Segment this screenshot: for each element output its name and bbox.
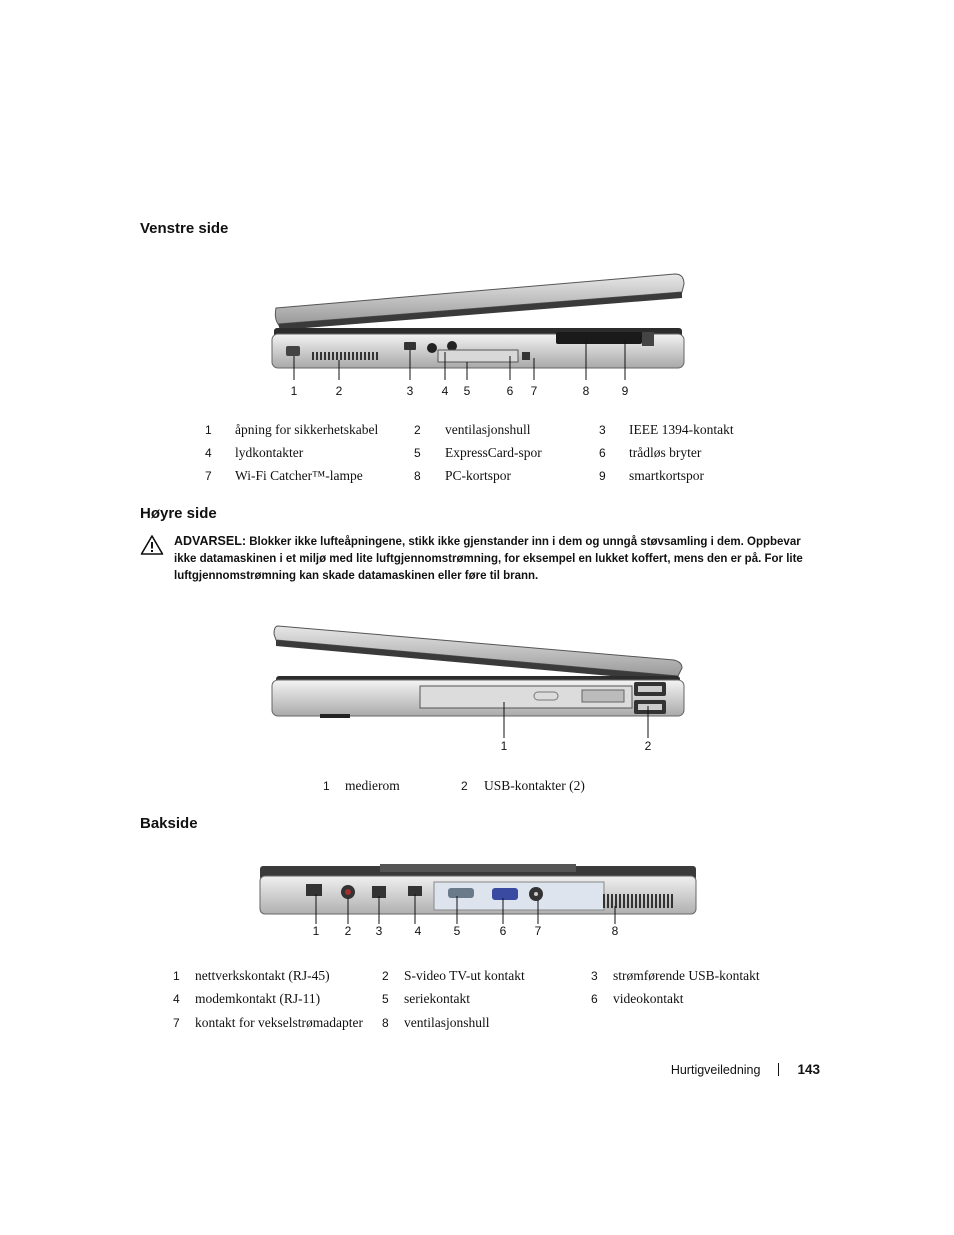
section-heading-left-side: Venstre side [140, 220, 229, 237]
legend-text: Wi-Fi Catcher™-lampe [235, 468, 363, 483]
callout-number: 2 [644, 739, 652, 753]
callout-number: 2 [335, 384, 343, 398]
legend-text: ventilasjonshull [445, 422, 531, 437]
legend-number: 2 [461, 779, 468, 793]
legend-number: 1 [205, 423, 212, 437]
legend-number: 3 [599, 423, 606, 437]
section-heading-right-side: Høyre side [140, 505, 217, 522]
callout-number: 4 [414, 924, 422, 938]
legend-number: 7 [205, 469, 212, 483]
callout-number: 5 [453, 924, 461, 938]
laptop-right-side-illustration [271, 625, 685, 738]
callout-number: 2 [344, 924, 352, 938]
legend-number: 7 [173, 1016, 180, 1030]
callout-number: 9 [621, 384, 629, 398]
callout-number: 7 [530, 384, 538, 398]
legend-number: 1 [173, 969, 180, 983]
legend-number: 8 [414, 469, 421, 483]
legend-text: lydkontakter [235, 445, 304, 460]
warning-message: Blokker ikke lufteåpningene, stikk ikke … [174, 536, 803, 582]
legend-text: trådløs bryter [629, 445, 702, 460]
footer-separator [778, 1063, 780, 1076]
warning-label: ADVARSEL: [174, 534, 246, 548]
legend-text: strømførende USB-kontakt [613, 968, 760, 983]
legend-text: ventilasjonshull [404, 1015, 490, 1030]
page-footer: Hurtigveiledning 143 [671, 1062, 820, 1077]
legend-text: kontakt for vekselstrømadapter [195, 1015, 363, 1030]
legend-number: 9 [599, 469, 606, 483]
callout-number: 6 [499, 924, 507, 938]
legend-number: 2 [414, 423, 421, 437]
legend-number: 8 [382, 1016, 389, 1030]
warning-text-block: ADVARSEL: Blokker ikke lufteåpningene, s… [174, 533, 814, 585]
legend-text: S-video TV-ut kontakt [404, 968, 525, 983]
callout-number: 6 [506, 384, 514, 398]
legend-number: 3 [591, 969, 598, 983]
legend-text: IEEE 1394-kontakt [629, 422, 734, 437]
legend-number: 5 [382, 992, 389, 1006]
callout-number: 5 [463, 384, 471, 398]
legend-text: smartkortspor [629, 468, 704, 483]
legend-number: 4 [205, 446, 212, 460]
legend-number: 5 [414, 446, 421, 460]
callout-number: 8 [582, 384, 590, 398]
legend-number: 1 [323, 779, 330, 793]
warning-triangle-icon [140, 535, 164, 555]
callout-number: 3 [406, 384, 414, 398]
legend-text: modemkontakt (RJ-11) [195, 991, 321, 1006]
legend-number: 2 [382, 969, 389, 983]
page-number: 143 [797, 1062, 820, 1077]
legend-text: seriekontakt [404, 991, 470, 1006]
callout-number: 1 [312, 924, 320, 938]
callout-number: 1 [290, 384, 298, 398]
callout-number: 1 [500, 739, 508, 753]
callout-number: 3 [375, 924, 383, 938]
legend-text: medierom [345, 778, 400, 793]
callout-number: 7 [534, 924, 542, 938]
legend-text: videokontakt [613, 991, 684, 1006]
footer-guide-title: Hurtigveiledning [670, 1063, 761, 1077]
laptop-back-illustration [259, 864, 697, 924]
legend-text: ExpressCard-spor [445, 445, 542, 460]
callout-number: 4 [441, 384, 449, 398]
legend-text: USB-kontakter (2) [484, 778, 585, 793]
legend-text: åpning for sikkerhetskabel [235, 422, 379, 437]
callout-number: 8 [611, 924, 619, 938]
legend-number: 4 [173, 992, 180, 1006]
legend-text: nettverkskontakt (RJ-45) [195, 968, 330, 983]
legend-number: 6 [599, 446, 606, 460]
legend-text: PC-kortspor [445, 468, 512, 483]
section-heading-back: Bakside [140, 815, 198, 832]
laptop-left-side-illustration [271, 273, 685, 380]
legend-number: 6 [591, 992, 598, 1006]
